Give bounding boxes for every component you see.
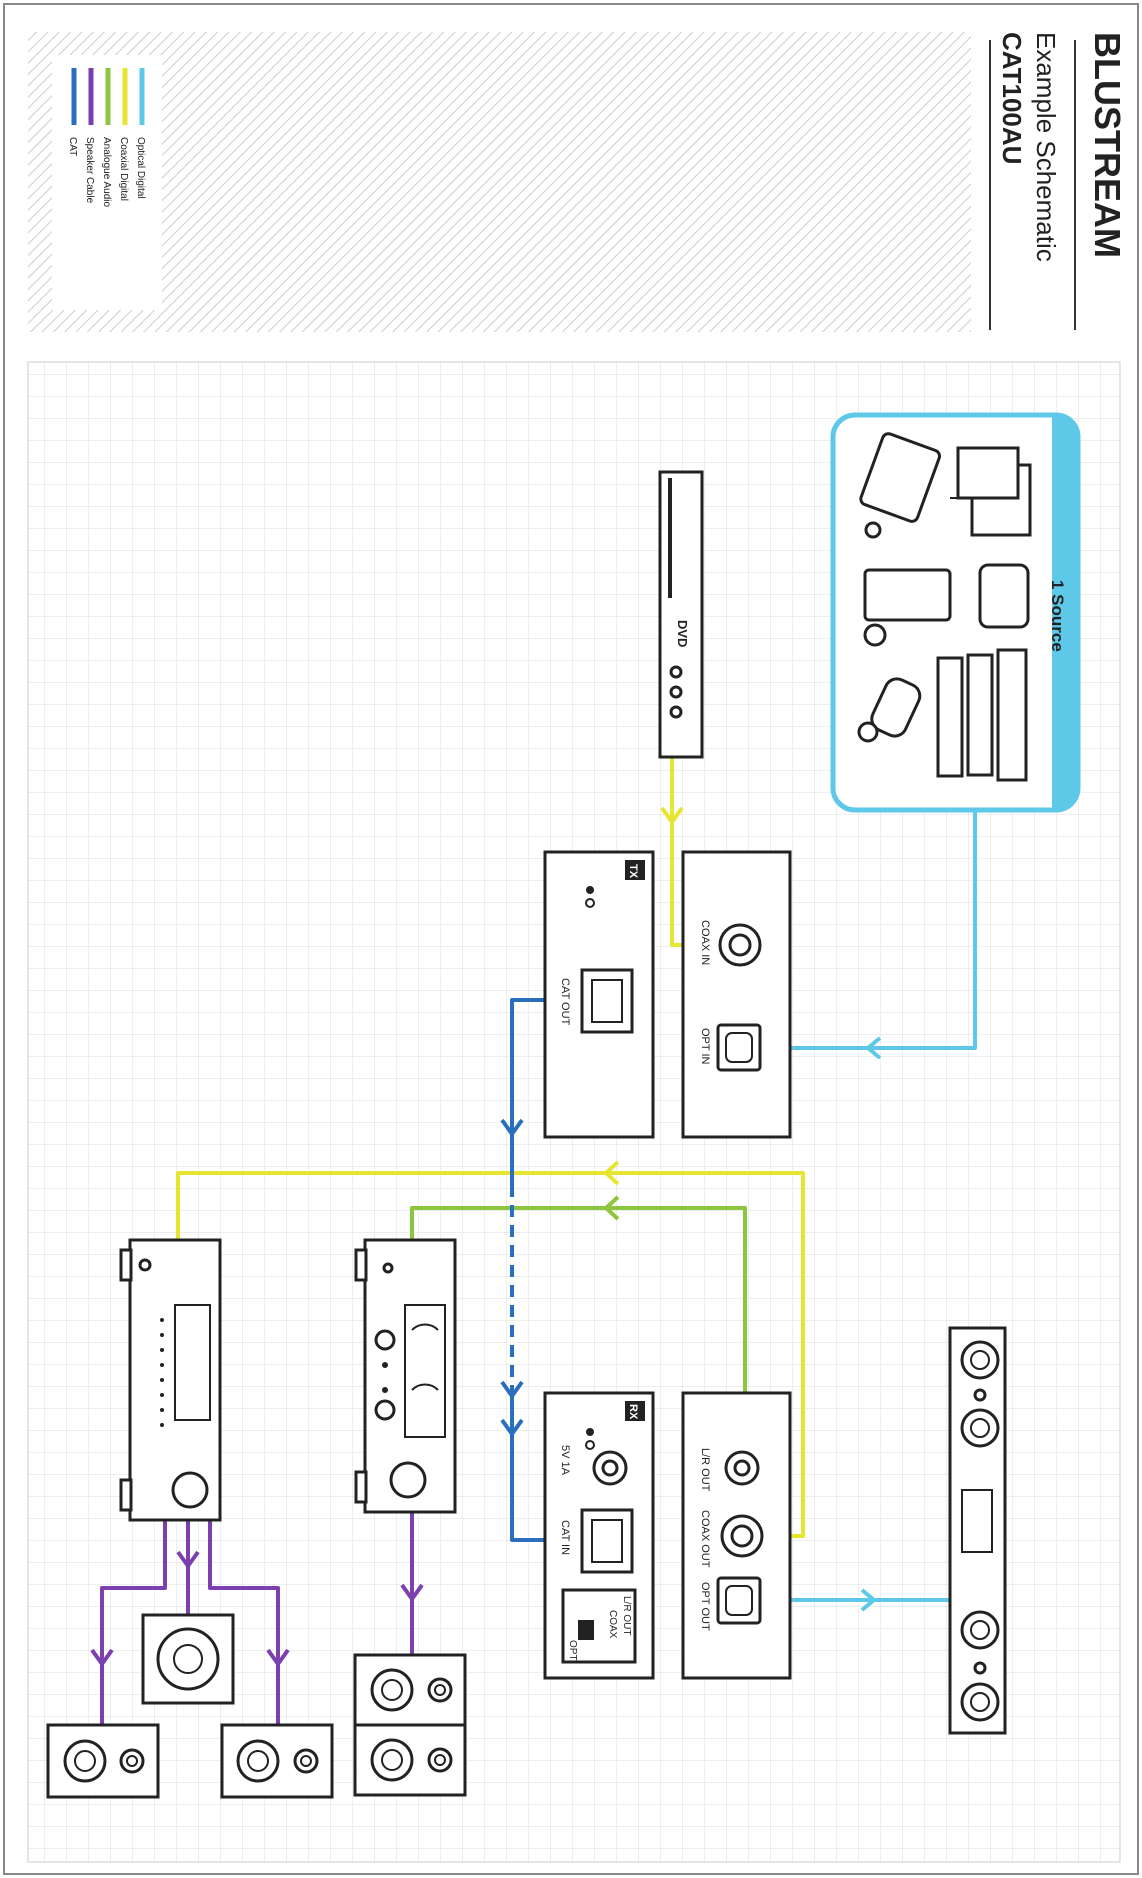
- arrow-cat-2: [500, 1380, 524, 1398]
- pc-monitor-icon: [950, 446, 1032, 537]
- tx-coax-in-label: COAX IN: [699, 920, 711, 965]
- cables: [90, 758, 977, 1725]
- stereo-speaker-pair: [353, 1653, 467, 1797]
- arrow-cat-3: [500, 1418, 524, 1436]
- legend-label-3: Speaker Cable: [84, 137, 95, 204]
- dvd-player: DVD: [658, 470, 704, 759]
- speaker-right: [220, 1723, 334, 1799]
- set-top-box-icons: [936, 648, 1028, 782]
- arrow-optical-out: [860, 1588, 876, 1612]
- subwoofer: [141, 1613, 235, 1705]
- rx-selector-switch[interactable]: [561, 1588, 637, 1664]
- stereo-amplifier: [354, 1238, 457, 1514]
- cctv-camera-icon: [859, 432, 941, 539]
- rx-power-label: 5V 1A: [559, 1445, 571, 1476]
- schematic-title: Example Schematic: [1031, 32, 1061, 262]
- legend-label-4: CAT: [67, 137, 78, 156]
- brand-logo: BLUSTREAM: [1087, 32, 1128, 258]
- source-title: 1 Source: [1048, 580, 1067, 652]
- header-block: BLUSTREAM Example Schematic CAT100AU: [997, 32, 1128, 262]
- legend-label-2: Analogue Audio: [101, 137, 112, 208]
- header-panel: [28, 32, 971, 332]
- arrow-coax-in: [660, 806, 684, 824]
- arrow-cat-1: [500, 1118, 524, 1136]
- rx-switch-coax-label: COAX: [607, 1610, 618, 1639]
- rx-badge: RX: [627, 1404, 639, 1420]
- legend-label-0: Optical Digital: [135, 137, 146, 199]
- dvd-logo: DVD: [675, 620, 690, 647]
- tx-opt-in-port[interactable]: [716, 1023, 762, 1072]
- rx-lr-out-label: L/R OUT: [699, 1448, 711, 1492]
- soundbar: [948, 1326, 1007, 1735]
- legend-label-1: Coaxial Digital: [118, 137, 129, 201]
- model-number: CAT100AU: [997, 32, 1027, 164]
- arrow-coax-out: [604, 1160, 620, 1186]
- av-receiver: [119, 1238, 222, 1522]
- tx-cat-out-label: CAT OUT: [559, 978, 571, 1026]
- rx-cat-in-label: CAT IN: [559, 1520, 571, 1555]
- cable-speaker-right: [208, 1520, 280, 1725]
- arrow-analogue: [604, 1195, 620, 1221]
- source-box: 1 Source: [830, 412, 1081, 813]
- games-console-icon: [863, 568, 952, 647]
- speaker-left: [46, 1723, 160, 1799]
- rx-switch-lr-label: L/R OUT: [621, 1596, 632, 1635]
- arrow-optical-in: [866, 1036, 882, 1060]
- security-camera-icon: [857, 677, 922, 743]
- tx-connector-panel: [681, 850, 792, 1139]
- arrow-spk-sub: [176, 1550, 200, 1568]
- cable-speaker-left: [100, 1520, 167, 1725]
- rx-opt-out-label: OPT OUT: [699, 1582, 711, 1631]
- rx-opt-out-port[interactable]: [716, 1576, 762, 1625]
- cable-optical-source: [740, 810, 977, 1050]
- tx-badge: TX: [627, 864, 639, 879]
- arrow-spk-stereo: [400, 1583, 424, 1601]
- rx-unit: RX 5V 1A CAT IN L/R OUT COAX OPT L/R OUT…: [543, 1391, 792, 1680]
- arrow-spk-r: [266, 1648, 290, 1666]
- rx-coax-out-label: COAX OUT: [699, 1510, 711, 1568]
- rx-switch-opt-label: OPT: [567, 1640, 578, 1661]
- tx-unit: TX COAX IN OPT IN CAT OUT: [543, 850, 792, 1139]
- apple-tv-icon: [978, 563, 1030, 629]
- arrow-spk-l: [90, 1648, 114, 1666]
- tx-opt-in-label: OPT IN: [699, 1028, 711, 1065]
- legend: Optical Digital Coaxial Digital Analogue A…: [67, 68, 146, 208]
